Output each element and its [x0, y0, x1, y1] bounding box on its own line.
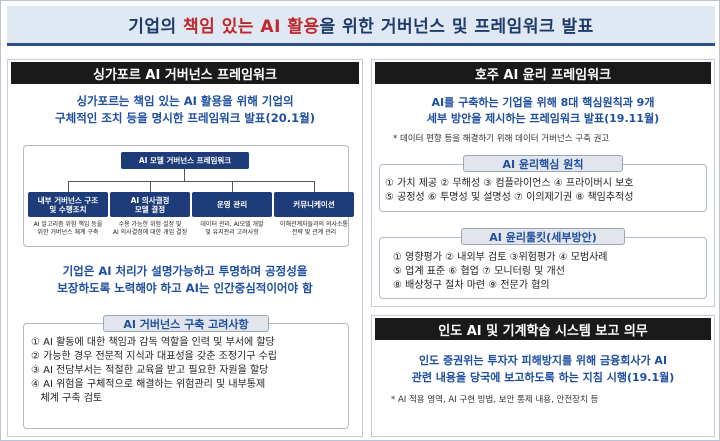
- org-chart-root: AI 모델 거버넌스 프레임워크: [121, 152, 249, 169]
- list-item: ① AI 활동에 대한 책임과 감독 역할을 인력 및 부서에 할당: [31, 337, 275, 348]
- org-unit-communication: 커뮤니케이션: [274, 192, 354, 217]
- india-note: * AI 적용 영역, AI 구현 방법, 보안 통제 내용, 안전장치 등: [391, 395, 599, 405]
- list-item: ⑧ 배상청구 절차 마련 ⑨ 전문가 협의: [393, 280, 550, 291]
- india-summary: 인도 증권위는 투자자 피해방지를 위해 금융회사가 AI 관련 내용을 당국에…: [411, 354, 675, 384]
- org-connector: [68, 181, 314, 182]
- org-connector: [68, 181, 69, 192]
- org-unit-operation: 운영 관리: [192, 192, 272, 217]
- toolkit-title: AI 윤리툴킷(세부방안): [461, 228, 625, 245]
- title-bar: 기업의 책임 있는 AI 활용을 위한 거버넌스 및 프레임워크 발표: [7, 6, 715, 46]
- singapore-header: 싱가포르 AI 거버넌스 프레임워크: [11, 62, 359, 84]
- list-item: ⑤ 업계 표준 ⑥ 협업 ⑦ 모니터링 및 개선: [393, 266, 565, 277]
- singapore-panel: [7, 59, 363, 437]
- org-connector: [232, 181, 233, 192]
- org-connector: [314, 181, 315, 192]
- considerations-title: AI 거버넌스 구축 고려사항: [103, 315, 269, 332]
- australia-summary: AI를 구축하는 기업을 위해 8대 핵심원칙과 9개 세부 방안을 제시하는 …: [426, 96, 660, 125]
- singapore-summary: 싱가포르는 책임 있는 AI 활용을 위해 기업의 구체적인 조치 등을 명시한…: [55, 94, 315, 125]
- list-item: ⑤ 공정성 ⑥ 투명성 및 설명성 ⑦ 이의제기권 ⑧ 책임추적성: [385, 192, 634, 203]
- list-item: ① 영향평가 ② 내외부 검토 ③위험평가 ④ 모범사례: [393, 252, 608, 263]
- singapore-statement: 기업은 AI 처리가 설명가능하고 투명하며 공정성을 보장하도록 노력해야 하…: [57, 264, 313, 295]
- australia-panel: [371, 59, 715, 307]
- page-title: 기업의 책임 있는 AI 활용을 위한 거버넌스 및 프레임워크 발표: [128, 17, 594, 37]
- toolkit-list: ① 영향평가 ② 내외부 검토 ③위험평가 ④ 모범사례 ⑤ 업계 표준 ⑥ 협…: [393, 251, 608, 293]
- principles-list: ① 가치 제공 ② 무해성 ③ 컴플라이언스 ④ 프라이버시 보호 ⑤ 공정성 …: [385, 177, 633, 205]
- list-item: 체계 구축 검토: [31, 393, 103, 404]
- org-connector: [150, 181, 151, 192]
- list-item: ④ AI 위험을 구체적으로 해결하는 위험관리 및 내부통제: [31, 379, 266, 390]
- list-item: ② 가능한 경우 전문적 지식과 대표성을 갖춘 조정기구 수립: [31, 351, 277, 362]
- australia-header: 호주 AI 윤리 프레임워크: [375, 62, 711, 84]
- principles-title: AI 윤리핵심 원칙: [463, 155, 623, 172]
- india-header: 인도 AI 및 기계학습 시스템 보고 의무: [375, 318, 711, 340]
- list-item: ① 가치 제공 ② 무해성 ③ 컴플라이언스 ④ 프라이버시 보호: [385, 178, 634, 189]
- australia-note: * 데이터 편향 등을 해결하기 위해 데이터 거버넌스 구축 권고: [393, 134, 610, 144]
- org-connector: [184, 169, 185, 181]
- list-item: ③ AI 전담부서는 적절한 교육을 받고 필요한 자원을 할당: [31, 365, 269, 376]
- considerations-list: ① AI 활동에 대한 책임과 감독 역할을 인력 및 부서에 할당 ② 가능한…: [31, 336, 277, 406]
